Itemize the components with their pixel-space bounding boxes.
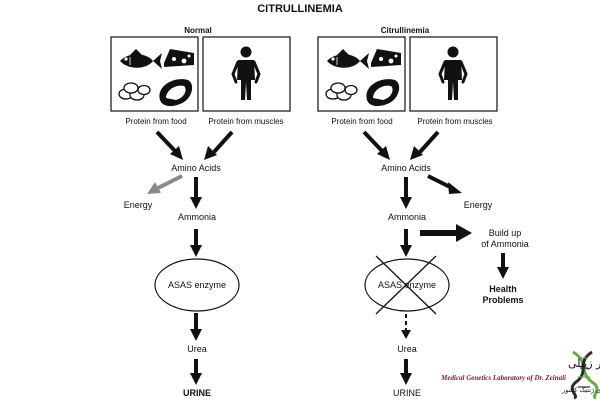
normal-muscle-label: Protein from muscles — [208, 117, 283, 126]
diagram-title: CITRULLINEMIA — [257, 3, 343, 15]
citrullinemia-enzyme-ellipse — [364, 258, 450, 312]
normal-energy: Energy — [124, 200, 153, 210]
dna-logo-icon — [570, 350, 599, 400]
citrullinemia-muscle-label: Protein from muscles — [417, 117, 492, 126]
citrullinemia-ammonia: Ammonia — [388, 212, 426, 222]
normal-ammonia-arrow — [190, 177, 202, 209]
normal-heading: Normal — [184, 26, 212, 35]
normal-food-arrow — [155, 130, 183, 160]
lab-name-fa: آزمایشگاه ژنتیک پزشکی دکتر زینلی — [568, 356, 600, 370]
buildup-line-1: Build up — [489, 228, 522, 238]
citrullinemia-urine: URINE — [393, 388, 421, 398]
normal-energy-arrow — [147, 174, 183, 194]
citrullinemia-muscle-arrow — [410, 130, 440, 160]
citrullinemia-enzyme: ASAS enzyme — [378, 280, 436, 290]
health-line-2: Problems — [482, 295, 523, 305]
citrullinemia-urea: Urea — [397, 344, 417, 354]
normal-urea: Urea — [187, 344, 207, 354]
health-line-1: Health — [489, 284, 517, 294]
citrullinemia-ammonia-arrow — [400, 177, 412, 209]
citrullinemia-food-label: Protein from food — [331, 117, 392, 126]
citrullinemia-heading: Citrullinemia — [381, 26, 430, 35]
normal-amino-acids: Amino Acids — [171, 163, 221, 173]
normal-enzyme: ASAS enzyme — [168, 280, 226, 290]
citrullinemia-energy-arrow — [427, 174, 462, 194]
normal-food-label: Protein from food — [125, 117, 186, 126]
enzyme-blocked-cross — [375, 255, 437, 315]
buildup-line-2: of Ammonia — [481, 239, 529, 249]
citrullinemia-energy: Energy — [464, 200, 493, 210]
normal-urine: URINE — [183, 388, 211, 398]
lab-subtitle-fa: عضو شبکه آزمایشگاه های ژنتیک کشور — [561, 385, 600, 394]
citrullinemia-food-arrow — [362, 130, 390, 160]
buildup-arrow — [420, 224, 472, 242]
citrullinemia-urea-dashed-arrow — [401, 314, 411, 339]
lab-name-en: Medical Genetics Laboratory of Dr. Zeina… — [440, 374, 566, 382]
citrullinemia-amino-acids: Amino Acids — [381, 163, 431, 173]
citrullinemia-urine-arrow — [400, 359, 412, 385]
normal-enzyme-ellipse — [154, 258, 240, 312]
normal-ammonia: Ammonia — [178, 212, 216, 222]
normal-urine-arrow — [190, 359, 202, 385]
normal-enzyme-arrow — [190, 229, 202, 257]
citrullinemia-enzyme-arrow — [400, 229, 412, 257]
normal-urea-arrow — [190, 313, 202, 341]
normal-muscle-arrow — [204, 130, 234, 160]
health-arrow — [497, 253, 509, 279]
